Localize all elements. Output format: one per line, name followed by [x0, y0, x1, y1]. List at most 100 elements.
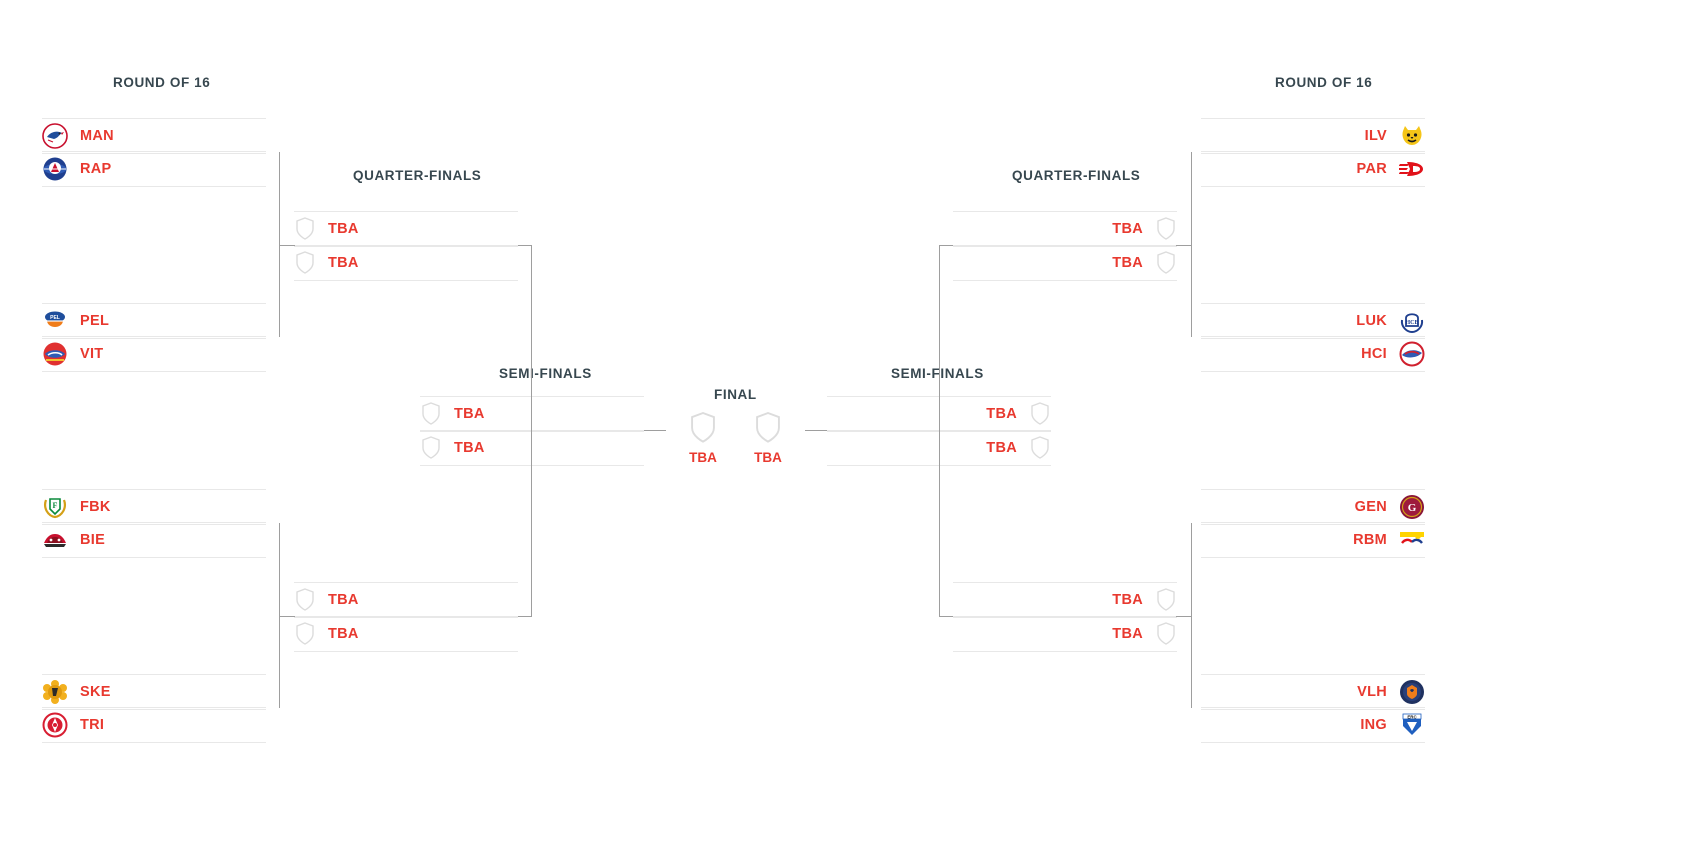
placeholder-shield-icon — [294, 216, 316, 242]
round-label-left-round-of-16: ROUND OF 16 — [113, 75, 211, 90]
r16-slot-left-5[interactable]: BIE — [42, 522, 266, 558]
placeholder-shield-icon — [688, 410, 718, 446]
r16-slot-left-2[interactable]: PEL PEL — [42, 303, 266, 339]
connector-left-r16-a-out — [279, 245, 295, 246]
placeholder-shield-icon — [294, 587, 316, 613]
qf-team-abbr-right-2: TBA — [1112, 592, 1143, 608]
qf-slot-right-3[interactable]: TBA — [953, 616, 1177, 652]
svg-text:HCB: HCB — [1405, 320, 1418, 326]
team-abbr-pel: PEL — [80, 313, 110, 329]
team-abbr-tri: TRI — [80, 717, 105, 733]
svg-text:ERC: ERC — [1407, 714, 1417, 719]
qf-slot-left-1[interactable]: TBA — [294, 245, 518, 281]
round-label-final: FINAL — [714, 387, 757, 402]
final-team-abbr-home: TBA — [689, 450, 717, 465]
r16-slot-right-7[interactable]: ING ERC — [1201, 707, 1425, 743]
connector-left-qf-b-in — [518, 616, 532, 617]
final-slot-away[interactable] — [753, 410, 783, 446]
team-abbr-ing: ING — [1360, 717, 1387, 733]
round-label-right-semi-finals: SEMI-FINALS — [891, 366, 984, 381]
r16-slot-left-3[interactable]: VIT — [42, 336, 266, 372]
sf-team-abbr-right-1: TBA — [986, 440, 1017, 456]
r16-slot-right-0[interactable]: ILV — [1201, 118, 1425, 154]
team-logo-ilv — [1399, 123, 1425, 149]
qf-team-abbr-right-0: TBA — [1112, 221, 1143, 237]
team-abbr-vit: VIT — [80, 346, 104, 362]
r16-slot-left-0[interactable]: MAN — [42, 118, 266, 154]
sf-slot-left-0[interactable]: TBA — [420, 396, 644, 432]
r16-slot-right-3[interactable]: HCI — [1201, 336, 1425, 372]
qf-team-abbr-left-3: TBA — [328, 626, 359, 642]
connector-right-qf-b — [939, 430, 940, 616]
round-label-left-quarter-finals: QUARTER-FINALS — [353, 168, 482, 183]
connector-left-r16-b-out — [279, 616, 295, 617]
qf-slot-left-0[interactable]: TBA — [294, 211, 518, 247]
team-logo-luk: HCB — [1399, 308, 1425, 334]
team-logo-par — [1399, 156, 1425, 182]
r16-slot-left-1[interactable]: RAP — [42, 151, 266, 187]
qf-slot-right-0[interactable]: TBA — [953, 211, 1177, 247]
team-abbr-luk: LUK — [1356, 313, 1387, 329]
final-team-abbr-away: TBA — [754, 450, 782, 465]
placeholder-shield-icon — [420, 401, 442, 427]
r16-slot-right-4[interactable]: GEN G — [1201, 489, 1425, 525]
final-slot-home[interactable] — [688, 410, 718, 446]
r16-slot-right-2[interactable]: LUK HCB — [1201, 303, 1425, 339]
placeholder-shield-icon — [1155, 216, 1177, 242]
qf-team-abbr-right-3: TBA — [1112, 626, 1143, 642]
r16-slot-left-4[interactable]: F FBK — [42, 489, 266, 525]
r16-slot-right-6[interactable]: VLH — [1201, 674, 1425, 710]
svg-text:G: G — [1408, 502, 1417, 514]
team-abbr-fbk: FBK — [80, 499, 111, 515]
sf-slot-left-1[interactable]: TBA — [420, 430, 644, 466]
connector-right-r16-b-out — [1176, 616, 1192, 617]
team-abbr-par: PAR — [1356, 161, 1387, 177]
svg-text:F: F — [53, 501, 58, 510]
round-label-left-semi-finals: SEMI-FINALS — [499, 366, 592, 381]
team-logo-vit — [42, 341, 68, 367]
connector-left-qf-a — [531, 245, 532, 431]
placeholder-shield-icon — [1029, 401, 1051, 427]
qf-slot-right-1[interactable]: TBA — [953, 245, 1177, 281]
connector-right-qf-b-in — [939, 616, 953, 617]
placeholder-shield-icon — [1155, 587, 1177, 613]
team-logo-tri — [42, 712, 68, 738]
team-logo-man — [42, 123, 68, 149]
team-abbr-rap: RAP — [80, 161, 112, 177]
connector-left-qf-a-in — [518, 245, 532, 246]
connector-right-qf-a-in — [939, 245, 953, 246]
team-abbr-rbm: RBM — [1353, 532, 1387, 548]
team-abbr-gen: GEN — [1354, 499, 1387, 515]
team-abbr-man: MAN — [80, 128, 114, 144]
qf-team-abbr-left-2: TBA — [328, 592, 359, 608]
qf-team-abbr-right-1: TBA — [1112, 255, 1143, 271]
placeholder-shield-icon — [420, 435, 442, 461]
team-abbr-hci: HCI — [1361, 346, 1387, 362]
team-logo-pel: PEL — [42, 308, 68, 334]
r16-slot-right-1[interactable]: PAR — [1201, 151, 1425, 187]
team-logo-rap — [42, 156, 68, 182]
team-logo-fbk: F — [42, 494, 68, 520]
team-logo-rbm — [1399, 527, 1425, 553]
placeholder-shield-icon — [294, 250, 316, 276]
team-abbr-ske: SKE — [80, 684, 111, 700]
placeholder-shield-icon — [753, 410, 783, 446]
placeholder-shield-icon — [294, 621, 316, 647]
qf-slot-left-3[interactable]: TBA — [294, 616, 518, 652]
connector-right-sf-to-final — [805, 430, 827, 431]
r16-slot-left-7[interactable]: TRI — [42, 707, 266, 743]
placeholder-shield-icon — [1029, 435, 1051, 461]
team-logo-ske — [42, 679, 68, 705]
connector-left-r16-b — [279, 523, 280, 708]
sf-team-abbr-right-0: TBA — [986, 406, 1017, 422]
r16-slot-left-6[interactable]: SKE — [42, 674, 266, 710]
qf-slot-right-2[interactable]: TBA — [953, 582, 1177, 618]
qf-slot-left-2[interactable]: TBA — [294, 582, 518, 618]
connector-right-r16-a — [1191, 152, 1192, 337]
team-logo-vlh — [1399, 679, 1425, 705]
placeholder-shield-icon — [1155, 621, 1177, 647]
connector-left-r16-a — [279, 152, 280, 337]
r16-slot-right-5[interactable]: RBM — [1201, 522, 1425, 558]
team-abbr-vlh: VLH — [1357, 684, 1387, 700]
